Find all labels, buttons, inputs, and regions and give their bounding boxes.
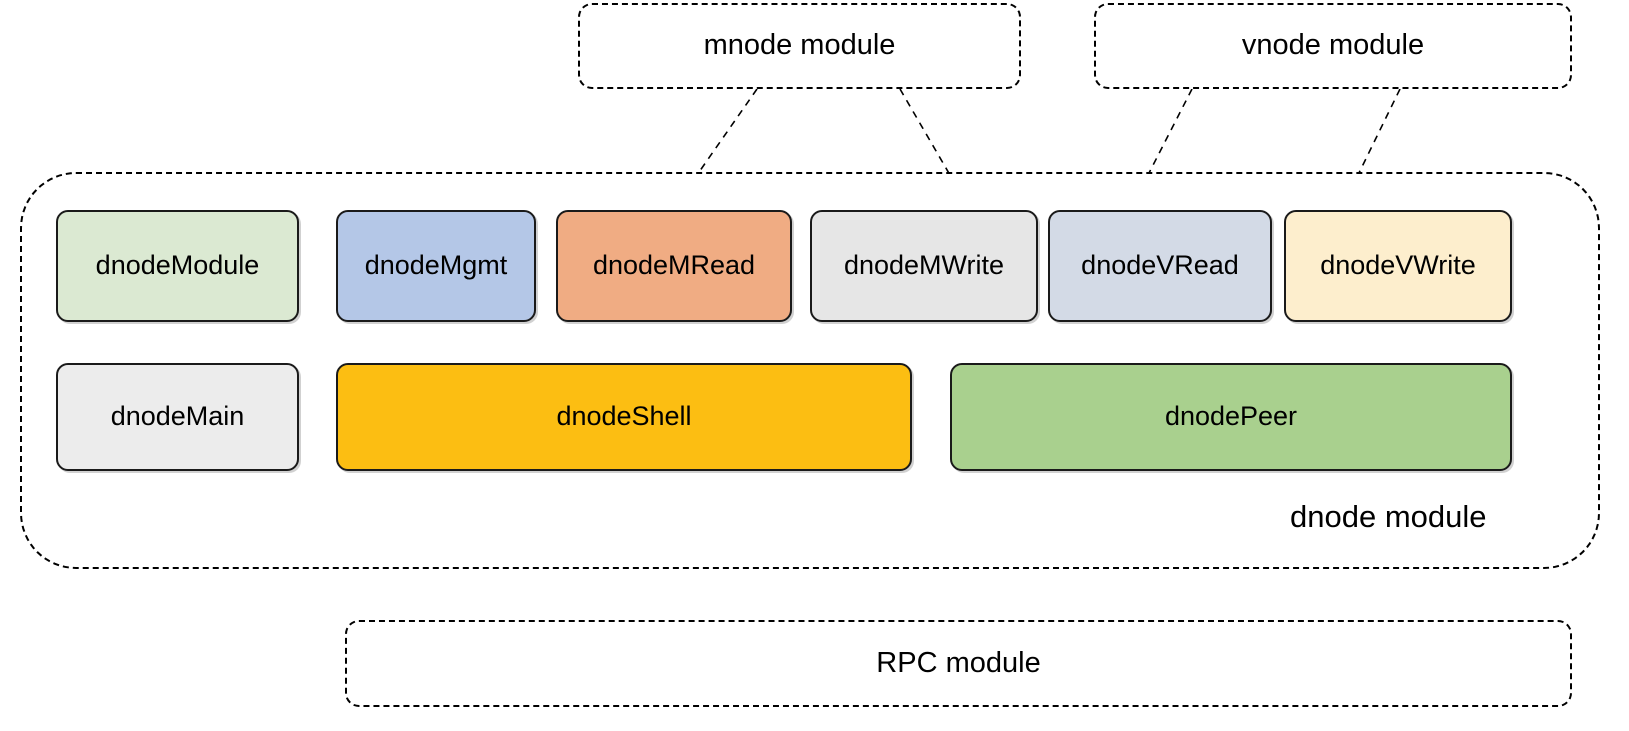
vnode-module-box[interactable]: vnode module [1094,3,1572,89]
dnode-module-label: dnode module [1290,499,1487,534]
component-dnodeMRead[interactable]: dnodeMRead [556,210,792,322]
connector-vnode-to-dnodeVWrite [1357,88,1401,176]
component-dnodeVRead[interactable]: dnodeVRead [1048,210,1272,322]
component-dnodeVWrite[interactable]: dnodeVWrite [1284,210,1512,322]
component-dnodeMWrite[interactable]: dnodeMWrite [810,210,1038,322]
vnode-module-label: vnode module [1241,29,1425,62]
connector-mnode-to-dnodeMWrite [899,88,951,176]
component-dnodeShell[interactable]: dnodeShell [336,363,912,471]
connector-mnode-to-dnodeMRead [696,88,758,176]
component-label: dnodeModule [95,250,260,281]
component-dnodeModule[interactable]: dnodeModule [56,210,299,322]
component-label: dnodeMain [110,401,245,432]
component-label: dnodeVWrite [1320,250,1476,281]
component-dnodeMgmt[interactable]: dnodeMgmt [336,210,536,322]
component-label: dnodeMRead [592,250,756,281]
mnode-module-label: mnode module [703,29,896,62]
mnode-module-box[interactable]: mnode module [578,3,1021,89]
component-label: dnodeVRead [1081,250,1239,281]
rpc-module-label: RPC module [876,646,1041,679]
rpc-module-box[interactable]: RPC module [345,620,1572,707]
connector-vnode-to-dnodeVRead [1147,88,1193,176]
component-dnodePeer[interactable]: dnodePeer [950,363,1512,471]
component-label: dnodePeer [1164,401,1298,432]
component-label: dnodeMWrite [843,250,1005,281]
component-dnodeMain[interactable]: dnodeMain [56,363,299,471]
component-label: dnodeShell [556,401,692,432]
component-label: dnodeMgmt [364,250,508,281]
